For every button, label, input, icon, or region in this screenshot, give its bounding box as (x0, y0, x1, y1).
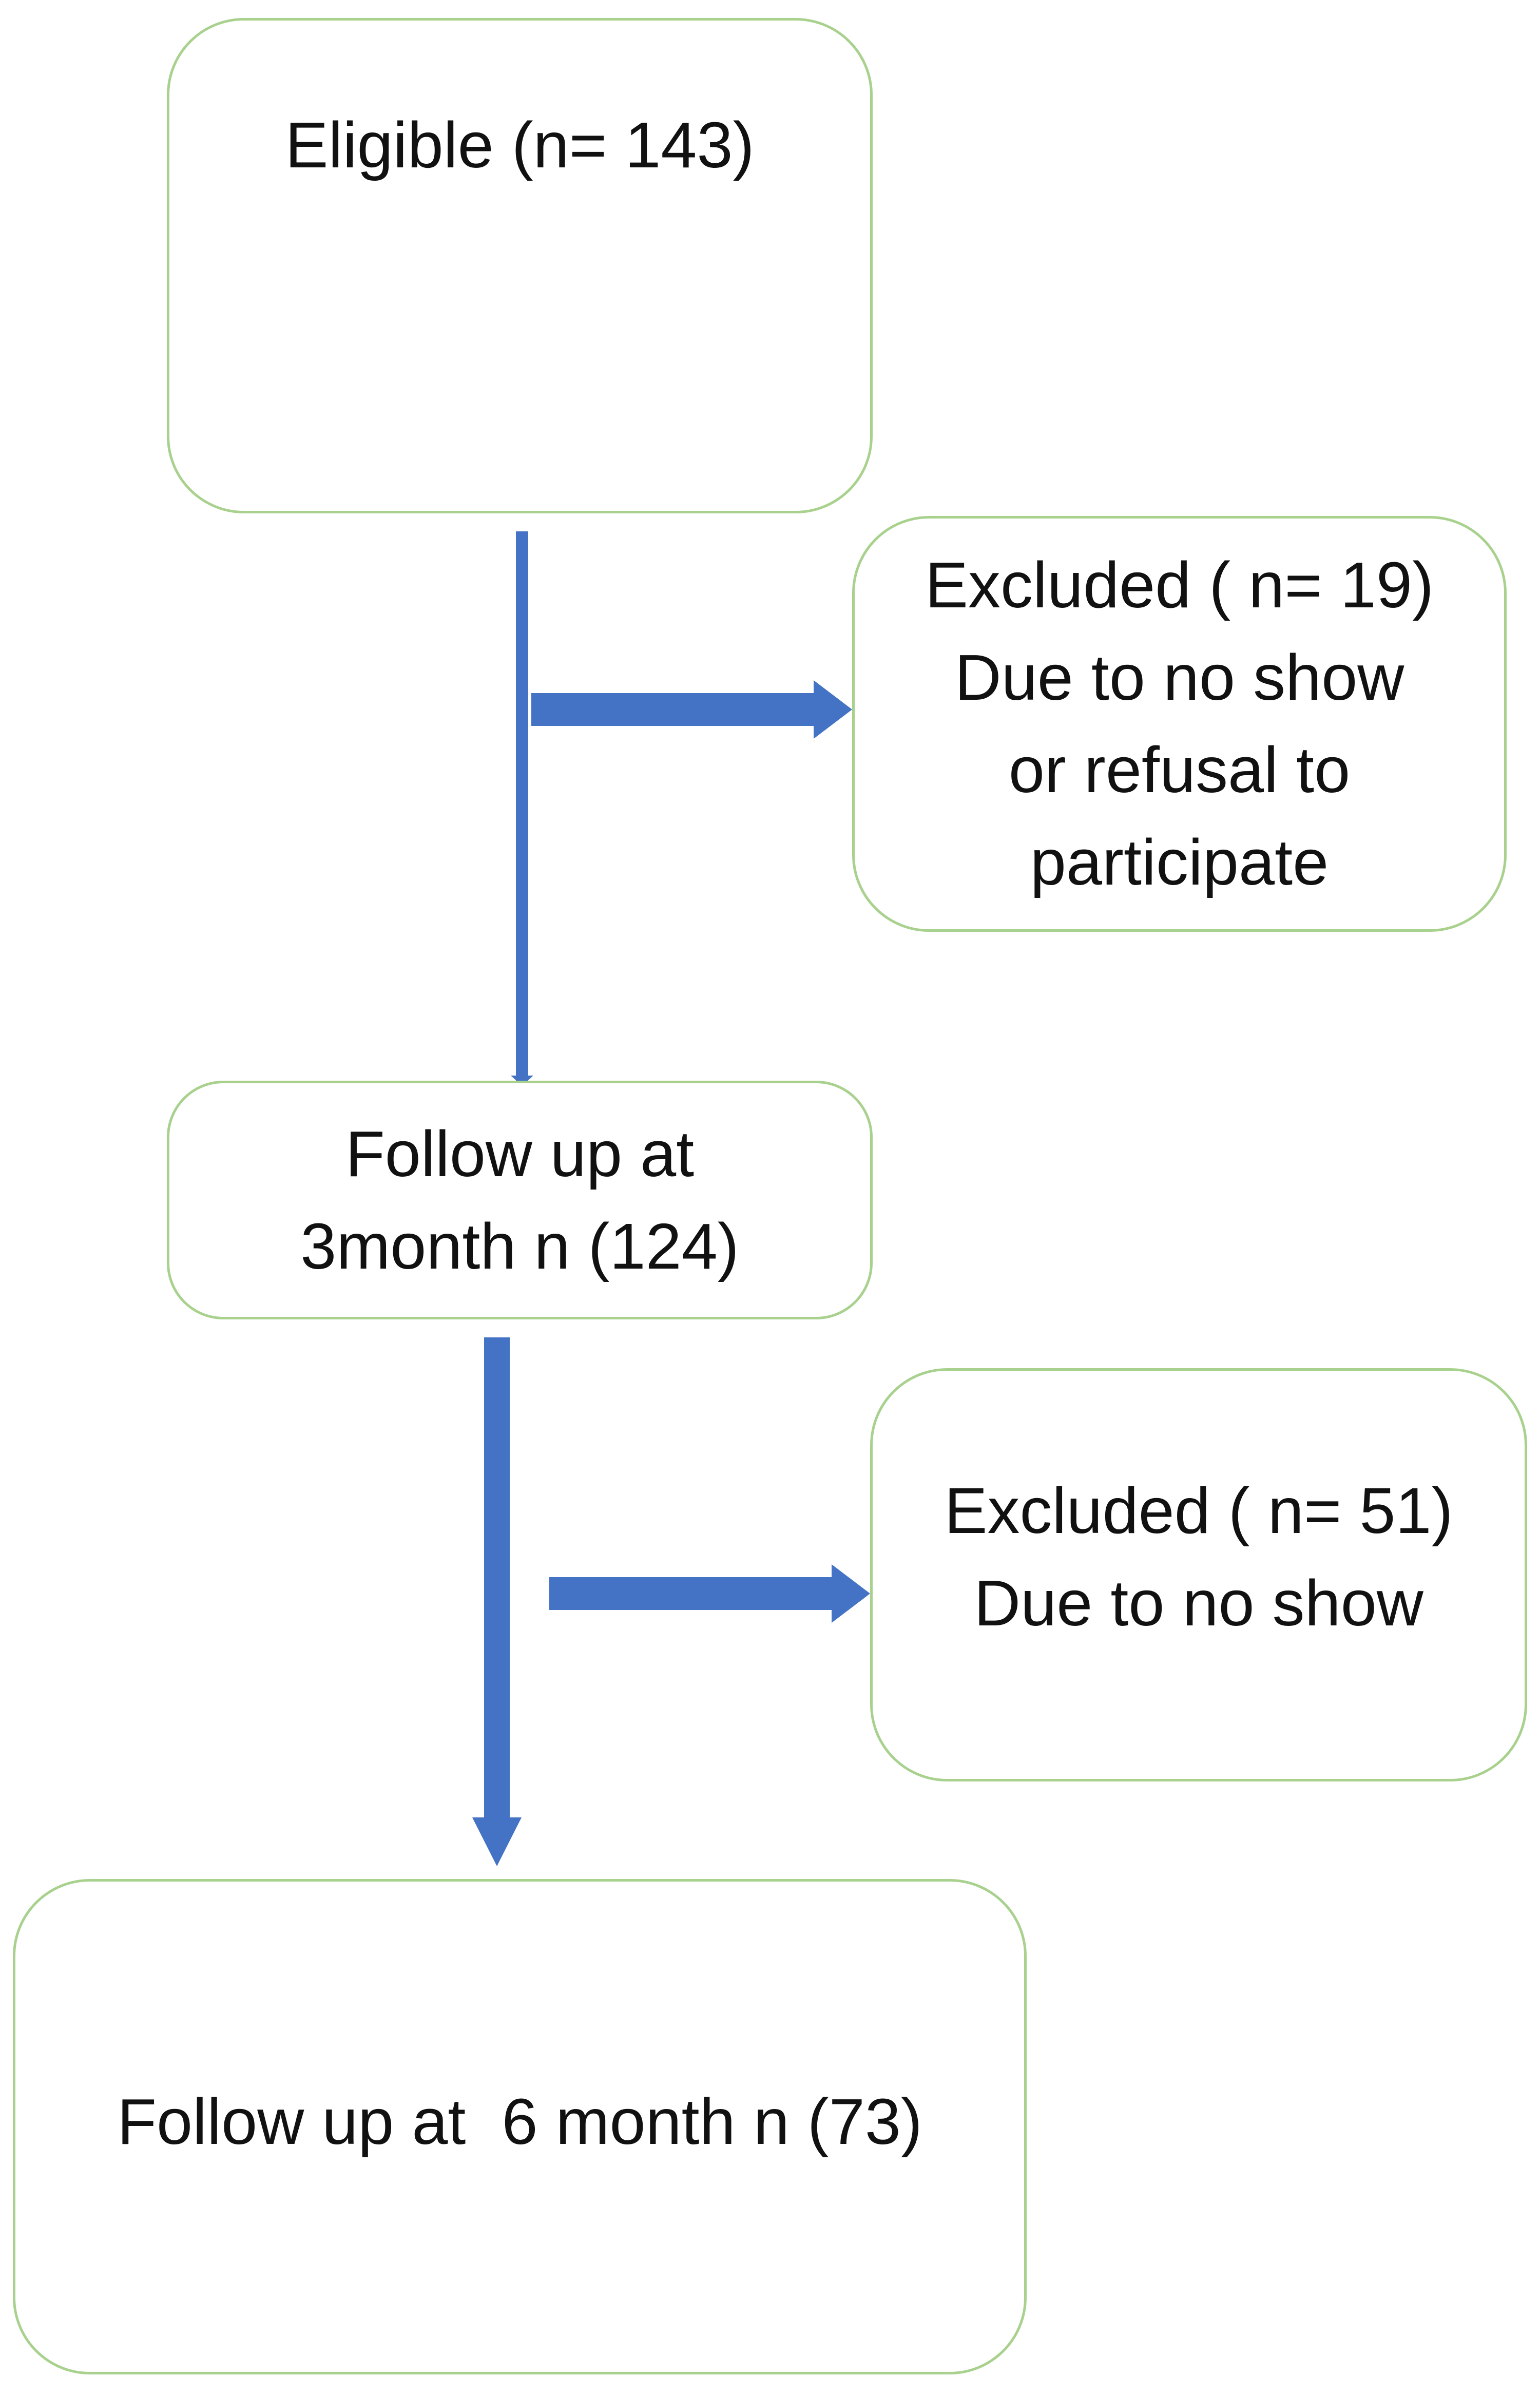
arrowhead-excluded-first (814, 680, 852, 739)
arrowhead-6month (472, 1817, 522, 1866)
excluded-second-line-2: Due to no show (974, 1566, 1423, 1639)
excluded-second-line-1: Excluded ( n= 51) (944, 1474, 1453, 1547)
arrow-to-excluded-second (549, 1577, 834, 1610)
followup-3month-box: Follow up at 3month n (124) (167, 1081, 873, 1319)
followup-6month-box: Follow up at 6 month n (73) (13, 1879, 1027, 2374)
arrowhead-excluded-second (832, 1564, 870, 1623)
eligible-box: Eligible (n= 143) (167, 18, 873, 513)
excluded-first-line-3: or refusal to (1008, 734, 1351, 806)
arrow-to-excluded-first (531, 693, 816, 726)
followup-3month-line-2: 3month n (124) (300, 1210, 739, 1282)
excluded-first-line-2: Due to no show (954, 641, 1404, 714)
eligible-text: Eligible (n= 143) (285, 108, 755, 181)
connector-3month-to-6month (484, 1337, 510, 1820)
excluded-first-line-4: participate (1030, 826, 1329, 898)
excluded-second-box: Excluded ( n= 51) Due to no show (870, 1368, 1527, 1781)
connector-eligible-to-3month (516, 531, 528, 1081)
excluded-first-line-1: Excluded ( n= 19) (925, 549, 1434, 621)
excluded-first-box: Excluded ( n= 19) Due to no show or refu… (852, 516, 1507, 932)
followup-3month-line-1: Follow up at (345, 1117, 695, 1190)
followup-6month-text: Follow up at 6 month n (73) (117, 2085, 922, 2158)
